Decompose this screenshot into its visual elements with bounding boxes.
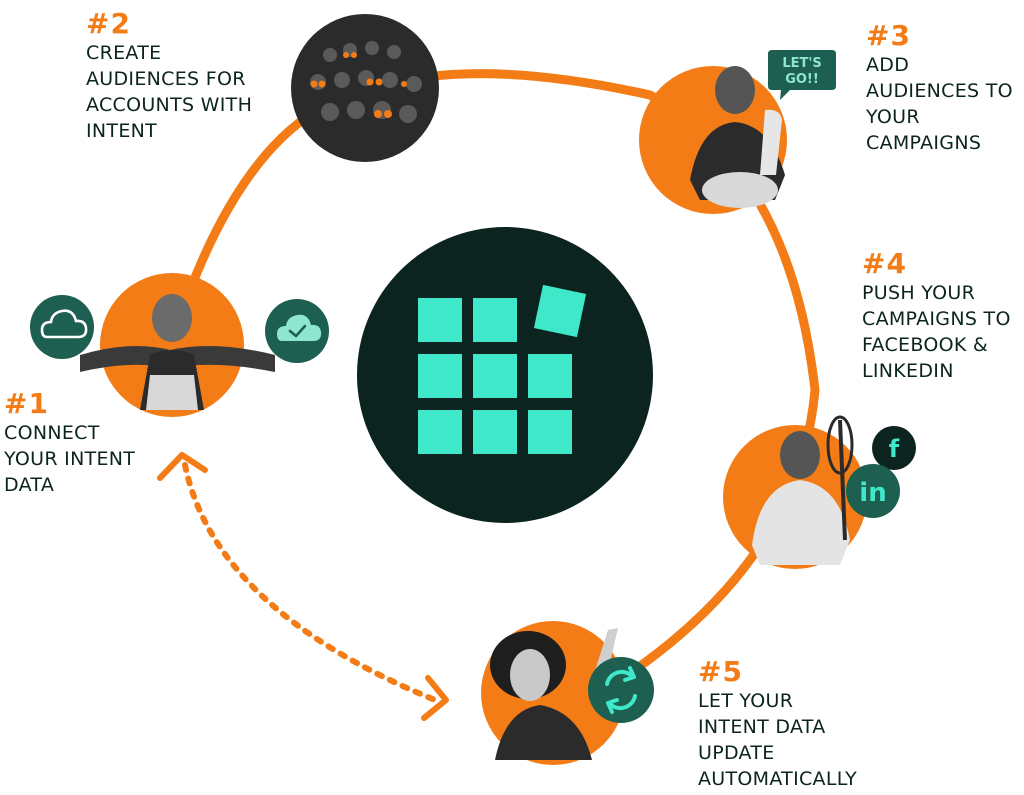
step-4-label: #4 PUSH YOUR CAMPAIGNS TO FACEBOOK & LIN… — [862, 250, 1011, 384]
step-line: AUDIENCES FOR — [86, 68, 246, 90]
linkedin-icon: in — [846, 464, 900, 518]
step-description: CREATE AUDIENCES FOR ACCOUNTS WITH INTEN… — [86, 40, 252, 144]
step-line: INTENT DATA — [698, 716, 826, 738]
center-logo — [357, 227, 653, 523]
step-line: AUTOMATICALLY — [698, 768, 858, 790]
step-line: PUSH YOUR — [862, 282, 976, 304]
step-line: ADD — [866, 54, 910, 76]
step-description: LET YOUR INTENT DATA UPDATE AUTOMATICALL… — [698, 688, 857, 792]
step-number: #2 — [86, 7, 131, 40]
grid-of-squares-logo-icon — [418, 284, 587, 454]
step-line: DATA — [4, 474, 55, 496]
step-line: UPDATE — [698, 742, 775, 764]
facebook-letter: f — [889, 435, 900, 463]
arrowhead-down — [421, 675, 449, 721]
step-line: FACEBOOK & — [862, 334, 989, 356]
step-number: #1 — [4, 387, 49, 420]
step-line: LET YOUR — [698, 690, 794, 712]
return-arrow-dotted — [182, 462, 438, 703]
speech-bubble-line2: GO!! — [785, 72, 819, 87]
step-line: INTENT — [86, 120, 158, 142]
step-1-label: #1 CONNECT YOUR INTENT DATA — [4, 390, 135, 498]
linkedin-letters: in — [859, 478, 886, 508]
cloud-check-icon — [265, 299, 329, 363]
step-3-label: #3 ADD AUDIENCES TO YOUR CAMPAIGNS — [866, 22, 1013, 156]
step-number: #5 — [698, 655, 743, 688]
step3-photo — [639, 66, 787, 214]
step-number: #4 — [862, 247, 907, 280]
step-description: CONNECT YOUR INTENT DATA — [4, 420, 135, 498]
facebook-icon: f — [872, 426, 916, 470]
step-description: PUSH YOUR CAMPAIGNS TO FACEBOOK & LINKED… — [862, 280, 1011, 384]
step5-photo — [481, 621, 625, 765]
step-number: #3 — [866, 19, 911, 52]
step-line: CAMPAIGNS — [866, 132, 982, 154]
refresh-icon — [588, 657, 654, 723]
step-description: ADD AUDIENCES TO YOUR CAMPAIGNS — [866, 52, 1013, 156]
step-line: CAMPAIGNS TO — [862, 308, 1011, 330]
step-2-label: #2 CREATE AUDIENCES FOR ACCOUNTS WITH IN… — [86, 10, 252, 144]
arrowhead-up — [157, 452, 208, 481]
speech-bubble-icon: LET'S GO!! — [768, 50, 836, 100]
step1-photo — [80, 273, 275, 417]
step-line: CREATE — [86, 42, 162, 64]
step-5-label: #5 LET YOUR INTENT DATA UPDATE AUTOMATIC… — [698, 658, 857, 792]
step-line: AUDIENCES TO — [866, 80, 1013, 102]
step-line: YOUR — [866, 106, 920, 128]
step2-photo — [291, 14, 439, 162]
step4-photo — [723, 415, 867, 569]
speech-bubble-line1: LET'S — [782, 56, 821, 71]
cloud-icon — [30, 295, 94, 359]
step-line: YOUR INTENT — [4, 448, 136, 470]
step-line: CONNECT — [4, 422, 100, 444]
step-line: ACCOUNTS WITH — [86, 94, 253, 116]
step-line: LINKEDIN — [862, 360, 954, 382]
